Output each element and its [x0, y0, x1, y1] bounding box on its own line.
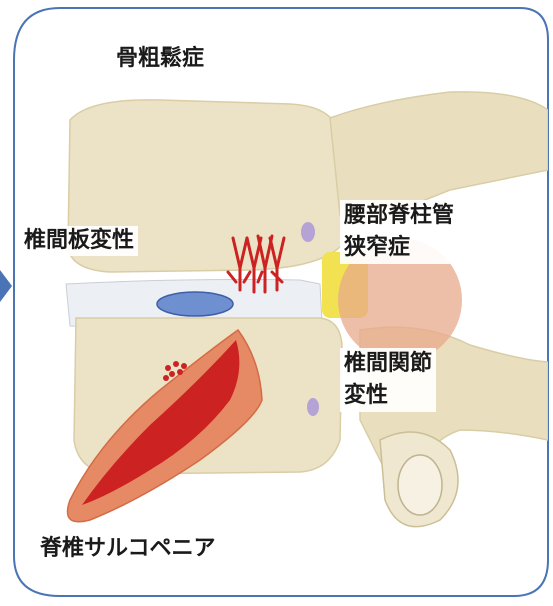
arrow-marker: [0, 270, 12, 302]
label-disc-degeneration: 椎間板変性: [20, 226, 138, 256]
label-facet-degeneration: 椎間関節 変性: [340, 348, 436, 412]
label-facet-line1: 椎間関節: [344, 348, 432, 380]
label-facet-line2: 変性: [344, 380, 432, 412]
nerve-root-upper: [301, 222, 315, 242]
label-spinal-stenosis-line2: 狭窄症: [344, 232, 454, 264]
label-sarcopenia: 脊椎サルコペニア: [36, 534, 220, 564]
label-spinal-stenosis-line1: 腰部脊柱管: [344, 200, 454, 232]
label-osteoporosis: 骨粗鬆症: [112, 44, 208, 74]
disc-nucleus: [157, 292, 233, 316]
articular-facet: [398, 455, 442, 515]
label-spinal-stenosis: 腰部脊柱管 狭窄症: [340, 200, 458, 264]
nerve-root-lower: [307, 398, 319, 416]
